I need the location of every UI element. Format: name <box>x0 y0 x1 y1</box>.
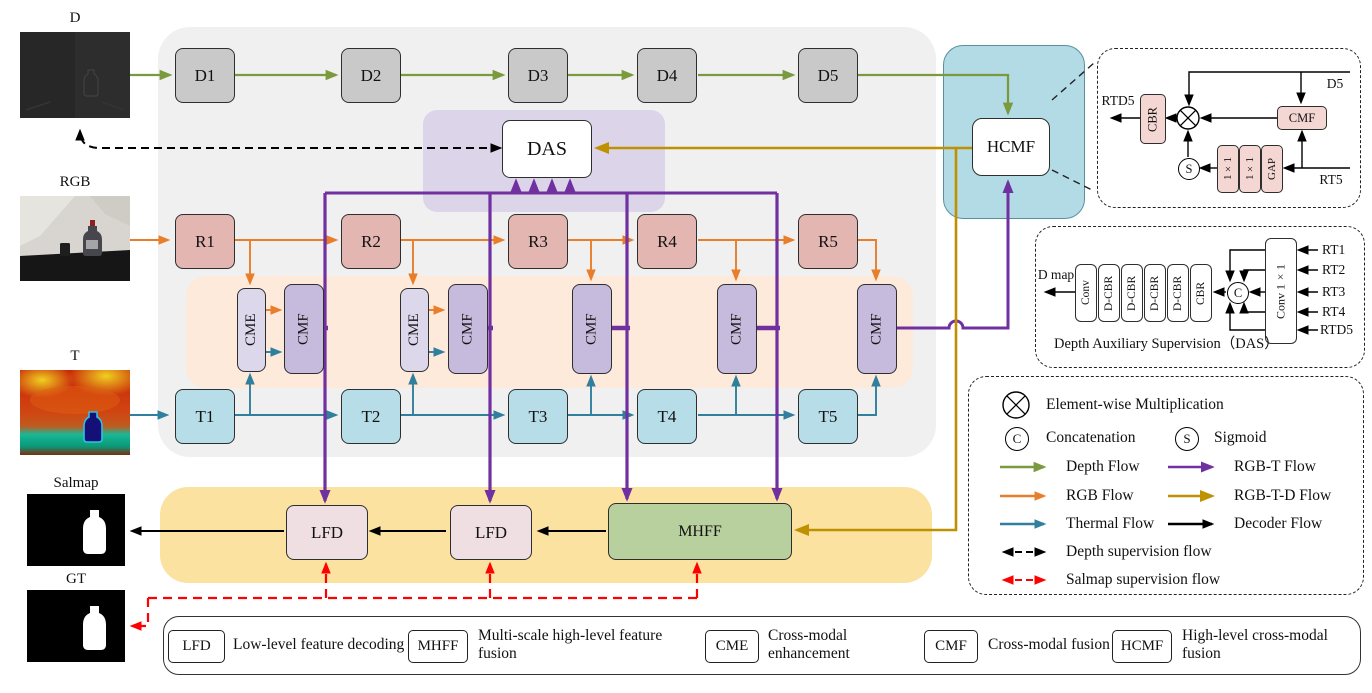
hcmf-detail-conv1x1-a: 1×1 <box>1217 145 1239 193</box>
legend-thermal-flow-label: Thermal Flow <box>1066 515 1155 532</box>
legend-concat-label: Concatenation <box>1046 429 1136 446</box>
block-das: DAS <box>502 120 592 178</box>
block-cmf2: CMF <box>448 284 488 374</box>
das-detail-dcbr2-block: D-CBR <box>1121 264 1143 322</box>
das-detail-rt2-label: RT2 <box>1322 262 1346 277</box>
block-d4: D4 <box>637 48 697 103</box>
legend-salmap-supervision-label: Salmap supervision flow <box>1066 571 1221 588</box>
legend-hcmf-desc: High-level cross-modal fusion <box>1182 627 1328 662</box>
das-detail-dcbr1-block: D-CBR <box>1098 264 1120 322</box>
salmap-output-image <box>27 494 125 566</box>
das-detail-output-label: D map <box>1037 266 1075 282</box>
das-detail-dcbr3-block: D-CBR <box>1144 264 1166 322</box>
decoder-band <box>160 487 932 583</box>
block-r4: R4 <box>637 214 697 269</box>
block-t1: T1 <box>175 389 235 444</box>
legend-depth-supervision-label: Depth supervision flow <box>1066 543 1212 560</box>
legend-sigmoid-icon: S <box>1175 427 1199 451</box>
block-t2: T2 <box>341 389 401 444</box>
das-detail-rt4-label: RT4 <box>1322 304 1346 319</box>
salmap-output-label: Salmap <box>53 474 99 491</box>
hcmf-detail-output-label: RTD5 <box>1101 92 1135 108</box>
legend-cmf-chip: CMF <box>924 630 978 663</box>
das-detail-rt1-label: RT1 <box>1322 242 1346 257</box>
block-cmf5: CMF <box>857 284 897 374</box>
hcmf-detail-d5-label: D5 <box>1326 76 1344 91</box>
block-mhff: MHFF <box>608 503 792 560</box>
legend-cme-desc: Cross-modal enhancement <box>768 627 850 662</box>
block-d1: D1 <box>175 48 235 103</box>
flow-legend-box <box>968 376 1364 595</box>
block-hcmf: HCMF <box>972 118 1050 176</box>
rgb-input-image <box>20 196 130 281</box>
block-d3: D3 <box>508 48 568 103</box>
legend-hcmf-chip: HCMF <box>1112 630 1172 663</box>
block-lfd1: LFD <box>286 505 368 560</box>
block-t5: T5 <box>798 389 858 444</box>
block-t4: T4 <box>637 389 697 444</box>
legend-rgb-flow-label: RGB Flow <box>1066 487 1134 504</box>
hcmf-detail-gap-block: GAP <box>1261 145 1283 193</box>
block-t3: T3 <box>508 389 568 444</box>
t-input-image <box>20 370 130 455</box>
legend-cmf-desc: Cross-modal fusion <box>988 636 1110 653</box>
d-input-image <box>20 32 130 118</box>
hcmf-detail-conv1x1-b: 1×1 <box>1239 145 1261 193</box>
block-lfd2: LFD <box>450 505 532 560</box>
das-detail-rtd5-label: RTD5 <box>1320 322 1353 337</box>
legend-sigmoid-label: Sigmoid <box>1214 429 1267 446</box>
das-detail-dcbr4-block: D-CBR <box>1167 264 1189 322</box>
legend-lfd-chip: LFD <box>168 630 225 663</box>
block-cme2: CME <box>400 288 429 372</box>
d-input-label: D <box>69 9 81 26</box>
legend-mhff-desc: Multi-scale high-level feature fusion <box>478 627 663 662</box>
legend-cme-chip: CME <box>705 630 759 663</box>
legend-rgbtd-flow-label: RGB-T-D Flow <box>1234 487 1332 504</box>
block-r5: R5 <box>798 214 858 269</box>
legend-depth-flow-label: Depth Flow <box>1066 458 1140 475</box>
block-cmf3: CMF <box>572 284 612 374</box>
block-d2: D2 <box>341 48 401 103</box>
block-r1: R1 <box>175 214 235 269</box>
block-r3: R3 <box>508 214 568 269</box>
legend-decoder-flow-label: Decoder Flow <box>1234 515 1323 532</box>
gt-output-image <box>27 590 125 662</box>
block-d5: D5 <box>798 48 858 103</box>
das-detail-concat-icon: C <box>1227 282 1249 304</box>
das-detail-conv1x1-block: Conv 1×1 <box>1265 238 1297 344</box>
gt-output-label: GT <box>66 570 86 587</box>
das-detail-cbr-block: CBR <box>1190 264 1212 322</box>
legend-concat-icon: C <box>1005 427 1029 451</box>
hcmf-detail-cmf-block: CMF <box>1277 106 1327 130</box>
block-cme1: CME <box>237 288 266 372</box>
hcmf-detail-sigmoid-icon: S <box>1178 158 1200 180</box>
hcmf-detail-rt5-label: RT5 <box>1319 172 1343 187</box>
block-cmf1: CMF <box>284 284 324 374</box>
legend-rgbt-flow-label: RGB-T Flow <box>1234 458 1316 475</box>
block-cmf4: CMF <box>717 284 757 374</box>
das-detail-conv-block: Conv <box>1075 264 1097 322</box>
das-detail-rt3-label: RT3 <box>1322 284 1346 299</box>
t-input-label: T <box>70 347 80 364</box>
legend-mult-label: Element-wise Multiplication <box>1046 396 1224 413</box>
das-detail-caption: Depth Auxiliary Supervision（DAS） <box>1054 335 1279 352</box>
legend-lfd-desc: Low-level feature decoding <box>233 636 405 653</box>
hcmf-detail-cbr-block: CBR <box>1140 94 1166 144</box>
legend-mhff-chip: MHFF <box>408 630 468 663</box>
block-r2: R2 <box>341 214 401 269</box>
rgb-input-label: RGB <box>59 173 91 190</box>
